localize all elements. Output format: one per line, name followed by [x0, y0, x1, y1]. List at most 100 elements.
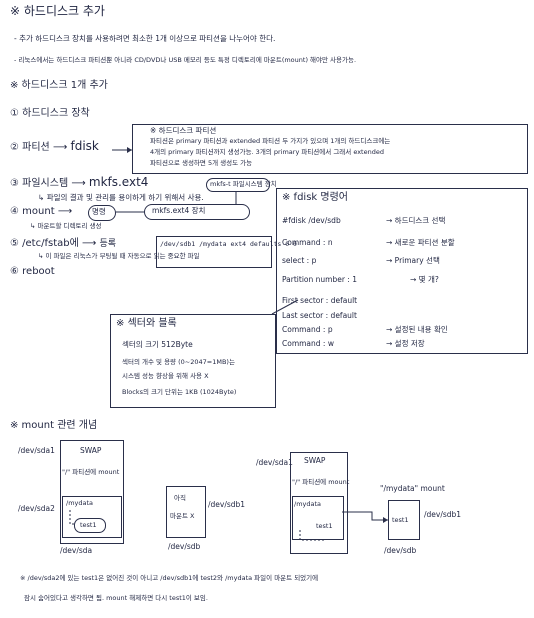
diag3-test1: test1 — [316, 522, 333, 530]
diag3-root-label: "/" 파티션에 mount — [292, 478, 350, 486]
step-4-num: ④ — [10, 206, 19, 217]
diag1-mydata: /mydata — [66, 499, 94, 507]
fstab-entry: /dev/sdb1 /mydata ext4 defaults 0 0 — [160, 240, 297, 248]
return-arrow-icon: ↳ — [30, 222, 36, 230]
fdisk-desc-2-text: 새로운 파티션 분할 — [394, 238, 455, 247]
arrow-icon: → — [410, 275, 419, 284]
fdisk-desc-1: → 하드디스크 선택 — [386, 216, 445, 225]
step-5-target: 등록 — [99, 239, 117, 249]
fdisk-desc-4-text: 몇 개? — [418, 275, 439, 284]
partition-note-box — [132, 124, 528, 174]
step-5-num: ⑤ — [10, 238, 19, 249]
diag2-inner-1: 아직 — [174, 494, 186, 502]
step-1-label: 하드디스크 장착 — [22, 108, 90, 119]
fdisk-desc-7: → 설정된 내용 확인 — [386, 325, 448, 334]
diag2-inner-2: 마운트 X — [170, 512, 195, 520]
partition-note-line-1: 파티션은 primary 파티션과 extended 파티션 두 가지가 있으며… — [150, 137, 391, 145]
sector-line-4: Blocks의 크기 단위는 1KB (1024Byte) — [122, 388, 237, 396]
diag3-dotted-line — [299, 530, 326, 541]
step-3-label: 파일시스템 — [22, 178, 69, 189]
diag3-disk — [290, 452, 348, 554]
diag1-test1-oval — [74, 518, 106, 533]
step-3-small: mkfs-t 파일시스템 장치 — [210, 180, 277, 188]
diag1-dev-sda: /dev/sda — [60, 546, 93, 555]
sector-line-3: 시스템 성능 향상을 위해 사용 X — [122, 372, 209, 380]
step-3-target: mkfs.ext4 — [88, 175, 149, 189]
return-arrow-icon: ↳ — [38, 193, 45, 202]
fdisk-desc-4: → 몇 개? — [410, 275, 439, 284]
step-2: ② 파티션 ⟶ fdisk — [10, 140, 99, 154]
sector-heading: ※ 섹터와 블록 — [116, 318, 177, 329]
step-1-num: ① — [10, 108, 19, 119]
arrow-icon: ⟶ — [52, 142, 68, 153]
step-3-box — [144, 204, 250, 220]
arrow-icon: → — [386, 238, 395, 247]
step-1: ① 하드디스크 장착 — [10, 108, 90, 120]
diag3-mount-line — [342, 511, 388, 521]
step-6-num: ⑥ — [10, 266, 19, 277]
step-5-note-text: 이 파일은 리눅스가 부팅될 때 자동으로 읽는 중요한 파일 — [45, 252, 200, 260]
sector-line-2: 섹터의 개수 및 용량 (0~2047=1MB)는 — [122, 358, 235, 366]
fdisk-desc-8: → 설정 저장 — [386, 339, 425, 348]
diag1-swap: SWAP — [80, 446, 102, 455]
page-title: ※ 하드디스크 추가 — [10, 4, 105, 18]
intro-line-1: - 추가 하드디스크 장치를 사용하려면 최소한 1개 이상으로 파티션을 나누… — [14, 34, 276, 43]
diag3-swap: SWAP — [304, 456, 326, 465]
step-4-label: mount — [22, 206, 55, 217]
diag2-dev-sdb1: /dev/sdb1 — [208, 500, 246, 509]
step-6-label: reboot — [22, 266, 55, 277]
step-3: ③ 파일시스템 ⟶ mkfs.ext4 — [10, 176, 148, 190]
step-4-note: ↳ 마운트할 디렉토리 생성 — [30, 222, 101, 230]
step-5-note: ↳ 이 파일은 리눅스가 부팅될 때 자동으로 읽는 중요한 파일 — [38, 252, 200, 260]
fdisk-cmd-1: #fdisk /dev/sdb — [282, 216, 341, 225]
diag1-test1: test1 — [80, 521, 97, 529]
step-3-num: ③ — [10, 178, 19, 189]
partition-note-line-3: 파티션으로 생성하면 5개 생성도 가능 — [150, 159, 253, 167]
step-5: ⑤ /etc/fstab에 ⟶ 등록 — [10, 238, 116, 250]
diag2-dev-sdb: /dev/sdb — [168, 542, 201, 551]
fdisk-desc-7-text: 설정된 내용 확인 — [394, 325, 448, 334]
intro-line-2: - 리눅스에서는 하드디스크 파티션뿐 아니라 CD/DVD나 USB 메모리 … — [14, 56, 357, 64]
step-2-label: 파티션 — [22, 142, 50, 153]
arrow-icon: → — [386, 325, 395, 334]
fdisk-cmd-8: Command : w — [282, 339, 334, 348]
step-4-target-box — [88, 205, 116, 221]
fdisk-desc-8-text: 설정 저장 — [394, 339, 425, 348]
step-4: ④ mount ⟶ — [10, 206, 72, 218]
arrow-icon: ⟶ — [71, 178, 86, 189]
step-4-target: 명령 — [92, 207, 106, 216]
fdisk-cmd-2: Command : n — [282, 238, 333, 247]
fdisk-heading: ※ fdisk 명령어 — [282, 192, 348, 203]
diag3-mydata: /mydata — [294, 500, 322, 508]
mount-heading: ※ mount 관련 개념 — [10, 420, 98, 431]
diag3-test1-right: test1 — [392, 516, 409, 524]
step-3-small-box — [206, 178, 270, 192]
diag1-disk — [60, 440, 124, 544]
diag3-dev-sdb1: /dev/sdb1 — [424, 510, 462, 519]
sector-line-1: 섹터의 크기 512Byte — [122, 340, 193, 349]
diag3-top-label: "/mydata" mount — [380, 484, 445, 493]
sub-title: ※ 하드디스크 1개 추가 — [10, 80, 108, 91]
arrowhead-icon — [383, 517, 388, 523]
fdisk-cmd-6: Last sector : default — [282, 311, 357, 320]
step-5-label: /etc/fstab에 — [22, 238, 79, 249]
step-3-note: ↳ 파일의 결과 및 관리를 용이하게 하기 위해서 사용. — [38, 193, 204, 202]
fdisk-desc-3-text: Primary 선택 — [394, 256, 440, 265]
sector-box — [110, 314, 276, 408]
diag3-dev-sda1: /dev/sda1 — [256, 458, 293, 467]
step-4-note-text: 마운트할 디렉토리 생성 — [37, 222, 102, 230]
arrow-icon: → — [386, 256, 395, 265]
fdisk-cmd-3: select : p — [282, 256, 317, 265]
step-2-target: fdisk — [70, 139, 99, 153]
partition-note-heading: ※ 하드디스크 파티션 — [150, 126, 217, 135]
partition-note-line-2: 4개의 primary 파티션까지 생성가능. 3개의 primary 파티션에… — [150, 148, 384, 156]
step-3-note-text: 파일의 결과 및 관리를 용이하게 하기 위해서 사용. — [46, 193, 204, 202]
footer-line-2: 잠시 숨어있다고 생각하면 됨. mount 해제하면 다시 test1이 보임… — [24, 594, 208, 602]
step-2-num: ② — [10, 142, 19, 153]
footer-line-1: ※ /dev/sda2에 있는 test1은 없어진 것이 아니고 /dev/s… — [20, 574, 319, 582]
fdisk-box — [276, 188, 528, 354]
fdisk-to-sector-line — [271, 299, 299, 315]
diag1-dev-sda2: /dev/sda2 — [18, 504, 55, 513]
arrow-icon: ⟶ — [57, 206, 73, 217]
